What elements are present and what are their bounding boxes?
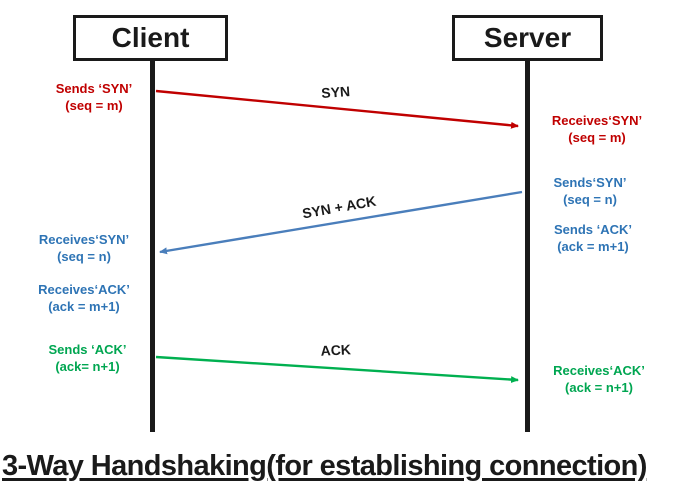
server-sends-syn-line2: (seq = n) <box>563 192 617 207</box>
client-sends-ack-line2: (ack= n+1) <box>55 359 120 374</box>
client-receives-ack-note: Receives‘ACK’ (ack = m+1) <box>22 281 146 315</box>
client-sends-syn-line2: (seq = m) <box>65 98 123 113</box>
server-receives-syn-note: Receives‘SYN’ (seq = m) <box>541 112 653 146</box>
client-receives-syn-line2: (seq = n) <box>57 249 111 264</box>
server-sends-ack-line1: Sends ‘ACK’ <box>553 222 632 237</box>
server-receives-syn-line1: Receives‘SYN’ <box>551 113 643 128</box>
client-receives-syn-note: Receives‘SYN’ (seq = n) <box>25 231 143 265</box>
client-sends-syn-note: Sends ‘SYN’ (seq = m) <box>38 80 150 114</box>
client-receives-syn-line1: Receives‘SYN’ <box>38 232 130 247</box>
client-sends-ack-line1: Sends ‘ACK’ <box>48 342 127 357</box>
server-sends-ack-line2: (ack = m+1) <box>557 239 629 254</box>
client-receives-ack-line2: (ack = m+1) <box>48 299 120 314</box>
syn-arrow <box>155 89 519 129</box>
syn-ack-arrow <box>159 190 523 255</box>
client-label: Client <box>111 22 190 53</box>
client-lifeline <box>150 60 155 432</box>
client-receives-ack-line1: Receives‘ACK’ <box>38 282 130 297</box>
server-receives-ack-line2: (ack = n+1) <box>565 380 633 395</box>
server-lifeline <box>525 60 530 432</box>
server-receives-ack-line1: Receives‘ACK’ <box>553 363 645 378</box>
server-sends-syn-line1: Sends‘SYN’ <box>553 175 627 190</box>
ack-arrow <box>155 355 519 384</box>
client-actor-box: Client <box>73 15 228 61</box>
syn-arrow-label: SYN <box>321 83 351 101</box>
server-label: Server <box>483 22 572 53</box>
ack-arrow-label: ACK <box>320 341 351 359</box>
message-arrows-layer: SYN SYN + ACK ACK <box>155 83 523 384</box>
client-sends-ack-note: Sends ‘ACK’ (ack= n+1) <box>30 341 145 375</box>
server-sends-syn-note: Sends‘SYN’ (seq = n) <box>540 174 640 208</box>
server-sends-ack-note: Sends ‘ACK’ (ack = m+1) <box>538 221 648 255</box>
client-sends-syn-line1: Sends ‘SYN’ <box>55 81 133 96</box>
diagram-title: 3-Way Handshaking(for establishing conne… <box>2 450 647 482</box>
server-receives-syn-line2: (seq = m) <box>568 130 626 145</box>
server-receives-ack-note: Receives‘ACK’ (ack = n+1) <box>540 362 658 396</box>
server-actor-box: Server <box>452 15 603 61</box>
